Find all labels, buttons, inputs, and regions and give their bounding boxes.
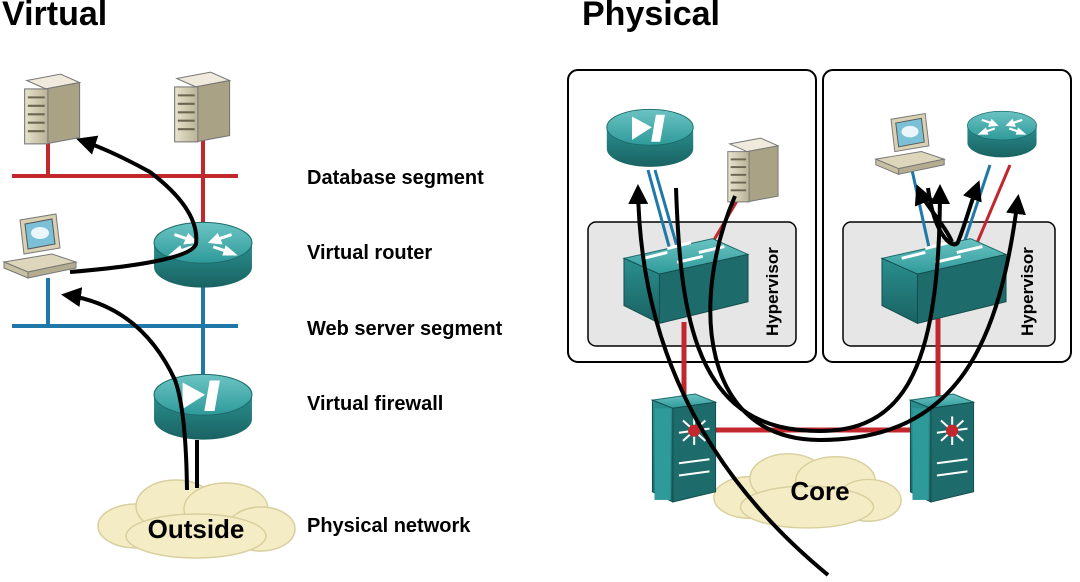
flow-arrow-physical-loop2 xyxy=(708,194,1026,443)
heading-physical: Physical xyxy=(582,0,720,33)
cloud-label-outside: Outside xyxy=(148,514,245,544)
flow-arrow-physical-loop xyxy=(674,184,950,433)
flow-arrow-physical-router xyxy=(926,180,982,247)
flow-arrow-physical-ws xyxy=(914,184,954,243)
cloud-label-core: Core xyxy=(790,476,849,506)
multilayer-switch-icon xyxy=(909,393,975,503)
label-database-segment: Database segment xyxy=(307,167,484,189)
label-physical-network: Physical network xyxy=(307,515,471,537)
multilayer-switch-icon xyxy=(651,393,717,503)
label-virtual-firewall: Virtual firewall xyxy=(307,393,443,415)
heading-virtual: Virtual xyxy=(2,0,107,33)
server-icon xyxy=(173,71,231,143)
hypervisor-label-left: Hypervisor xyxy=(763,247,782,336)
server-icon xyxy=(23,73,81,145)
flow-arrow-web xyxy=(61,287,189,491)
firewall-icon xyxy=(153,373,253,441)
router-icon xyxy=(966,109,1038,159)
vm-link-right-a xyxy=(910,169,932,253)
vm-link-left-a xyxy=(646,169,672,251)
vm-link-right-c xyxy=(970,164,1012,256)
vm-link-left-b xyxy=(653,169,680,251)
flow-arrow-db xyxy=(69,135,199,274)
workstation-icon xyxy=(3,213,77,279)
firewall-icon xyxy=(606,108,694,168)
label-virtual-router: Virtual router xyxy=(307,242,432,264)
hypervisor-label-right: Hypervisor xyxy=(1018,247,1037,336)
flow-arrow-physical-in xyxy=(628,184,830,577)
router-icon xyxy=(152,220,254,290)
label-web-server-segment: Web server segment xyxy=(307,318,503,340)
